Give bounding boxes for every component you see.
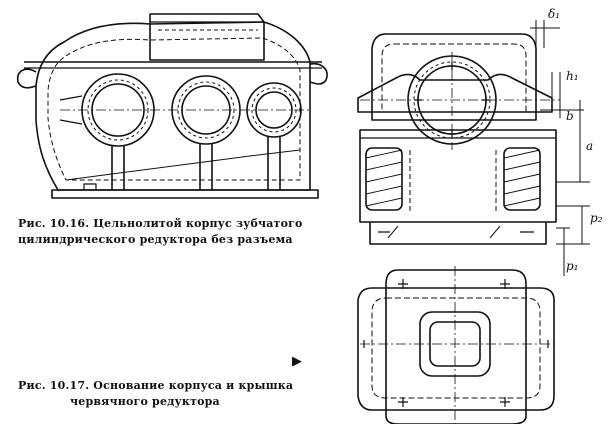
rib-1: [111, 146, 125, 190]
dim-label-p2: p₂: [590, 211, 603, 225]
caption-line: Рис. 10.16. Цельнолитой корпус зубчатого: [18, 217, 303, 230]
section-right: [503, 147, 541, 211]
figure-caption-10-17: Рис. 10.17. Основание корпуса и крышка ч…: [18, 378, 293, 410]
inspection-cover: [149, 13, 265, 61]
dim-label-b: b: [566, 109, 574, 123]
lifting-lug-right: [309, 62, 328, 85]
cover-outline: [357, 287, 555, 411]
rib-2: [199, 144, 213, 190]
base-foot: [369, 222, 547, 245]
bearing-flange: [357, 73, 553, 113]
figure-caption-10-16: Рис. 10.16. Цельнолитой корпус зубчатого…: [18, 216, 303, 248]
base-body: [359, 129, 557, 223]
worm-housing-cover-drawing: [357, 266, 556, 424]
dimension-lines: [530, 20, 590, 276]
section-left: [365, 147, 403, 211]
page-marker-icon: ▶: [292, 354, 302, 369]
caption-line: цилиндрического редуктора без разъема: [18, 233, 293, 246]
housing-base: [51, 189, 319, 199]
lifting-lug-left: [16, 68, 37, 89]
dim-label-d1: δ₁: [548, 7, 560, 21]
cover-flange: [385, 269, 527, 424]
caption-line: Рис. 10.17. Основание корпуса и крышка: [18, 379, 294, 392]
caption-line: червячного редуктора: [70, 395, 220, 408]
rib-3: [267, 137, 281, 190]
dim-label-h1: h₁: [566, 69, 579, 83]
gear-housing-drawing: [16, 13, 328, 199]
dim-label-a: a: [586, 139, 593, 153]
base-outline: [371, 33, 537, 121]
dim-label-p1: p₁: [566, 259, 579, 273]
worm-housing-base-drawing: [357, 33, 560, 245]
